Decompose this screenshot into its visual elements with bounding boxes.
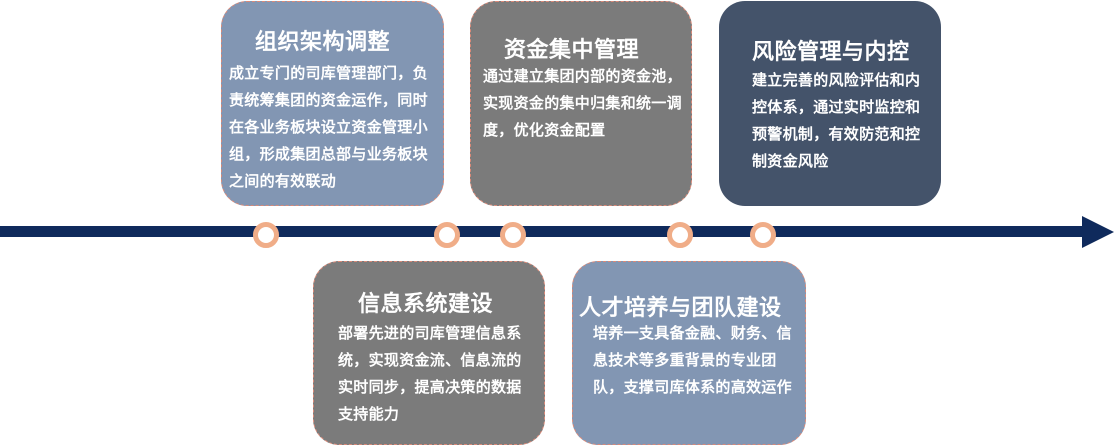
card-body: 通过建立集团内部的资金池，实现资金的集中归集和统一调度，优化资金配置 (483, 67, 682, 139)
card-body: 部署先进的司库管理信息系统，实现资金流、信息流的实时同步，提高决策的数据支持能力 (338, 324, 522, 423)
card-title: 风险管理与内控 (752, 40, 910, 65)
card-body: 成立专门的司库管理部门，负责统筹集团的资金运作，同时在各业务板块设立资金管理小组… (229, 64, 428, 190)
card-risk-control: 风险管理与内控 建立完善的风险评估和内控体系，通过实时监控和预警机制，有效防范和… (719, 1, 941, 206)
card-fund-centralization: 资金集中管理 通过建立集团内部的资金池，实现资金的集中归集和统一调度，优化资金配… (470, 1, 692, 206)
card-info-system: 信息系统建设 部署先进的司库管理信息系统，实现资金流、信息流的实时同步，提高决策… (313, 261, 545, 445)
card-org-structure: 组织架构调整 成立专门的司库管理部门，负责统筹集团的资金运作，同时在各业务板块设… (221, 1, 444, 206)
card-title: 信息系统建设 (358, 292, 494, 317)
timeline-marker-1 (253, 222, 279, 248)
card-body: 培养一支具备金融、财务、信息技术等多重背景的专业团队，支撑司库体系的高效运作 (593, 324, 792, 396)
timeline-marker-5 (750, 222, 776, 248)
card-title: 组织架构调整 (255, 30, 391, 55)
card-talent-team: 人才培养与团队建设 培养一支具备金融、财务、信息技术等多重背景的专业团队，支撑司… (572, 261, 806, 445)
timeline-marker-2 (434, 222, 460, 248)
timeline-marker-4 (667, 222, 693, 248)
timeline-axis (0, 226, 1088, 237)
timeline-marker-3 (500, 222, 526, 248)
timeline-arrowhead (1082, 216, 1114, 248)
card-title: 人才培养与团队建设 (579, 296, 782, 321)
card-title: 资金集中管理 (504, 38, 640, 63)
card-body: 建立完善的风险评估和内控体系，通过实时监控和预警机制，有效防范和控制资金风险 (752, 71, 921, 170)
